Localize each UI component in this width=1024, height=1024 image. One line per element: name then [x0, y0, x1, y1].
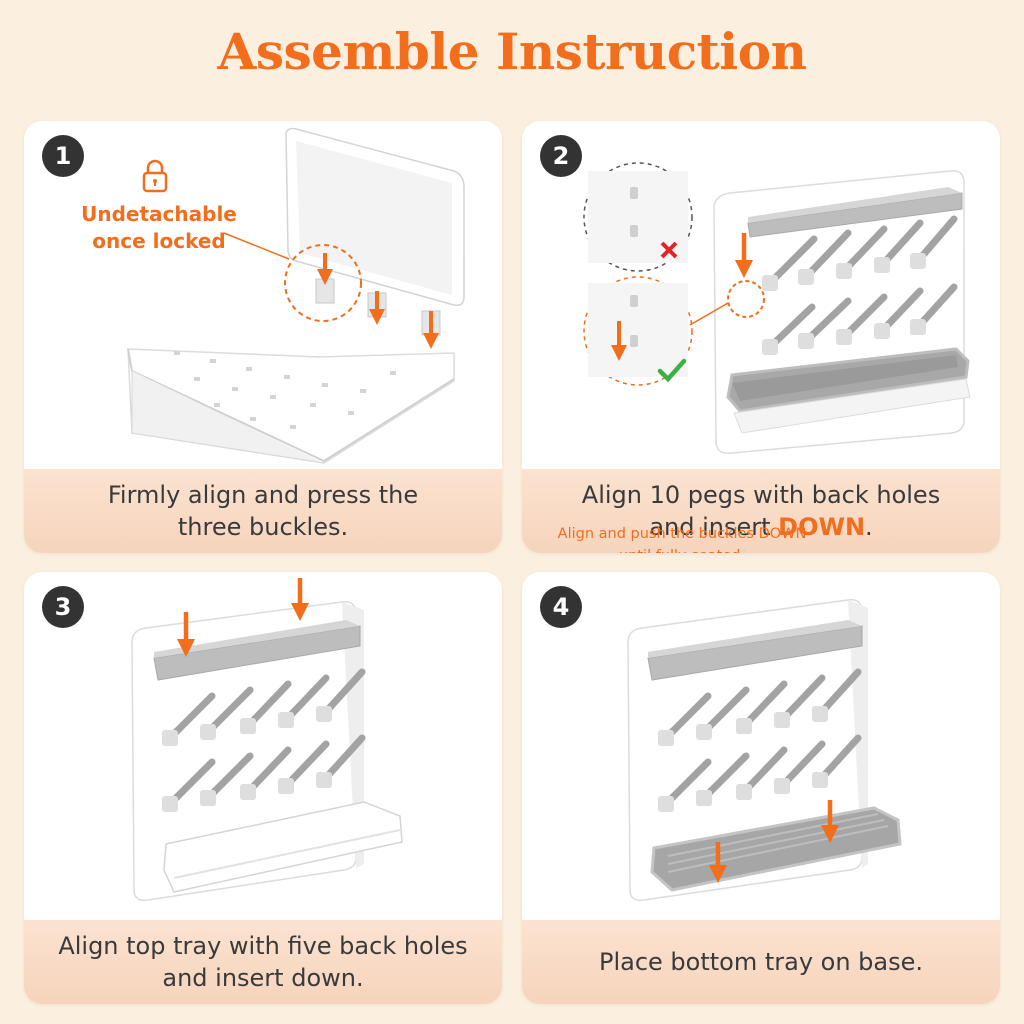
step-caption: Place bottom tray on base.: [522, 920, 1000, 1004]
base-assembly-illustration: [127, 127, 465, 464]
page-title: Assemble Instruction: [217, 22, 807, 81]
top-tray-illustration: [131, 578, 403, 902]
step-number-badge: 1: [42, 135, 84, 177]
align-note: Align and push the buckles DOWN until fu…: [557, 526, 807, 553]
step-card-1: 1: [24, 121, 502, 553]
step-caption: Firmly align and press the three buckles…: [24, 469, 502, 553]
step-number-badge: 3: [42, 586, 84, 628]
step-card-2: 2: [522, 121, 1000, 553]
step-card-4: 4: [522, 572, 1000, 1004]
step-caption: Align 10 pegs with back holes and insert…: [522, 469, 1000, 553]
lock-icon: [142, 159, 168, 193]
step-number-badge: 4: [540, 586, 582, 628]
lock-note: Undetachable once locked: [81, 202, 237, 253]
step-caption: Align top tray with five back holes and …: [24, 920, 502, 1004]
bottom-tray-illustration: [627, 599, 902, 902]
step-card-3: 3: [24, 572, 502, 1004]
pegs-insert-illustration: [583, 162, 971, 454]
cross-icon: [660, 241, 678, 259]
step-number-badge: 2: [540, 135, 582, 177]
checkmark-icon: [657, 358, 687, 383]
